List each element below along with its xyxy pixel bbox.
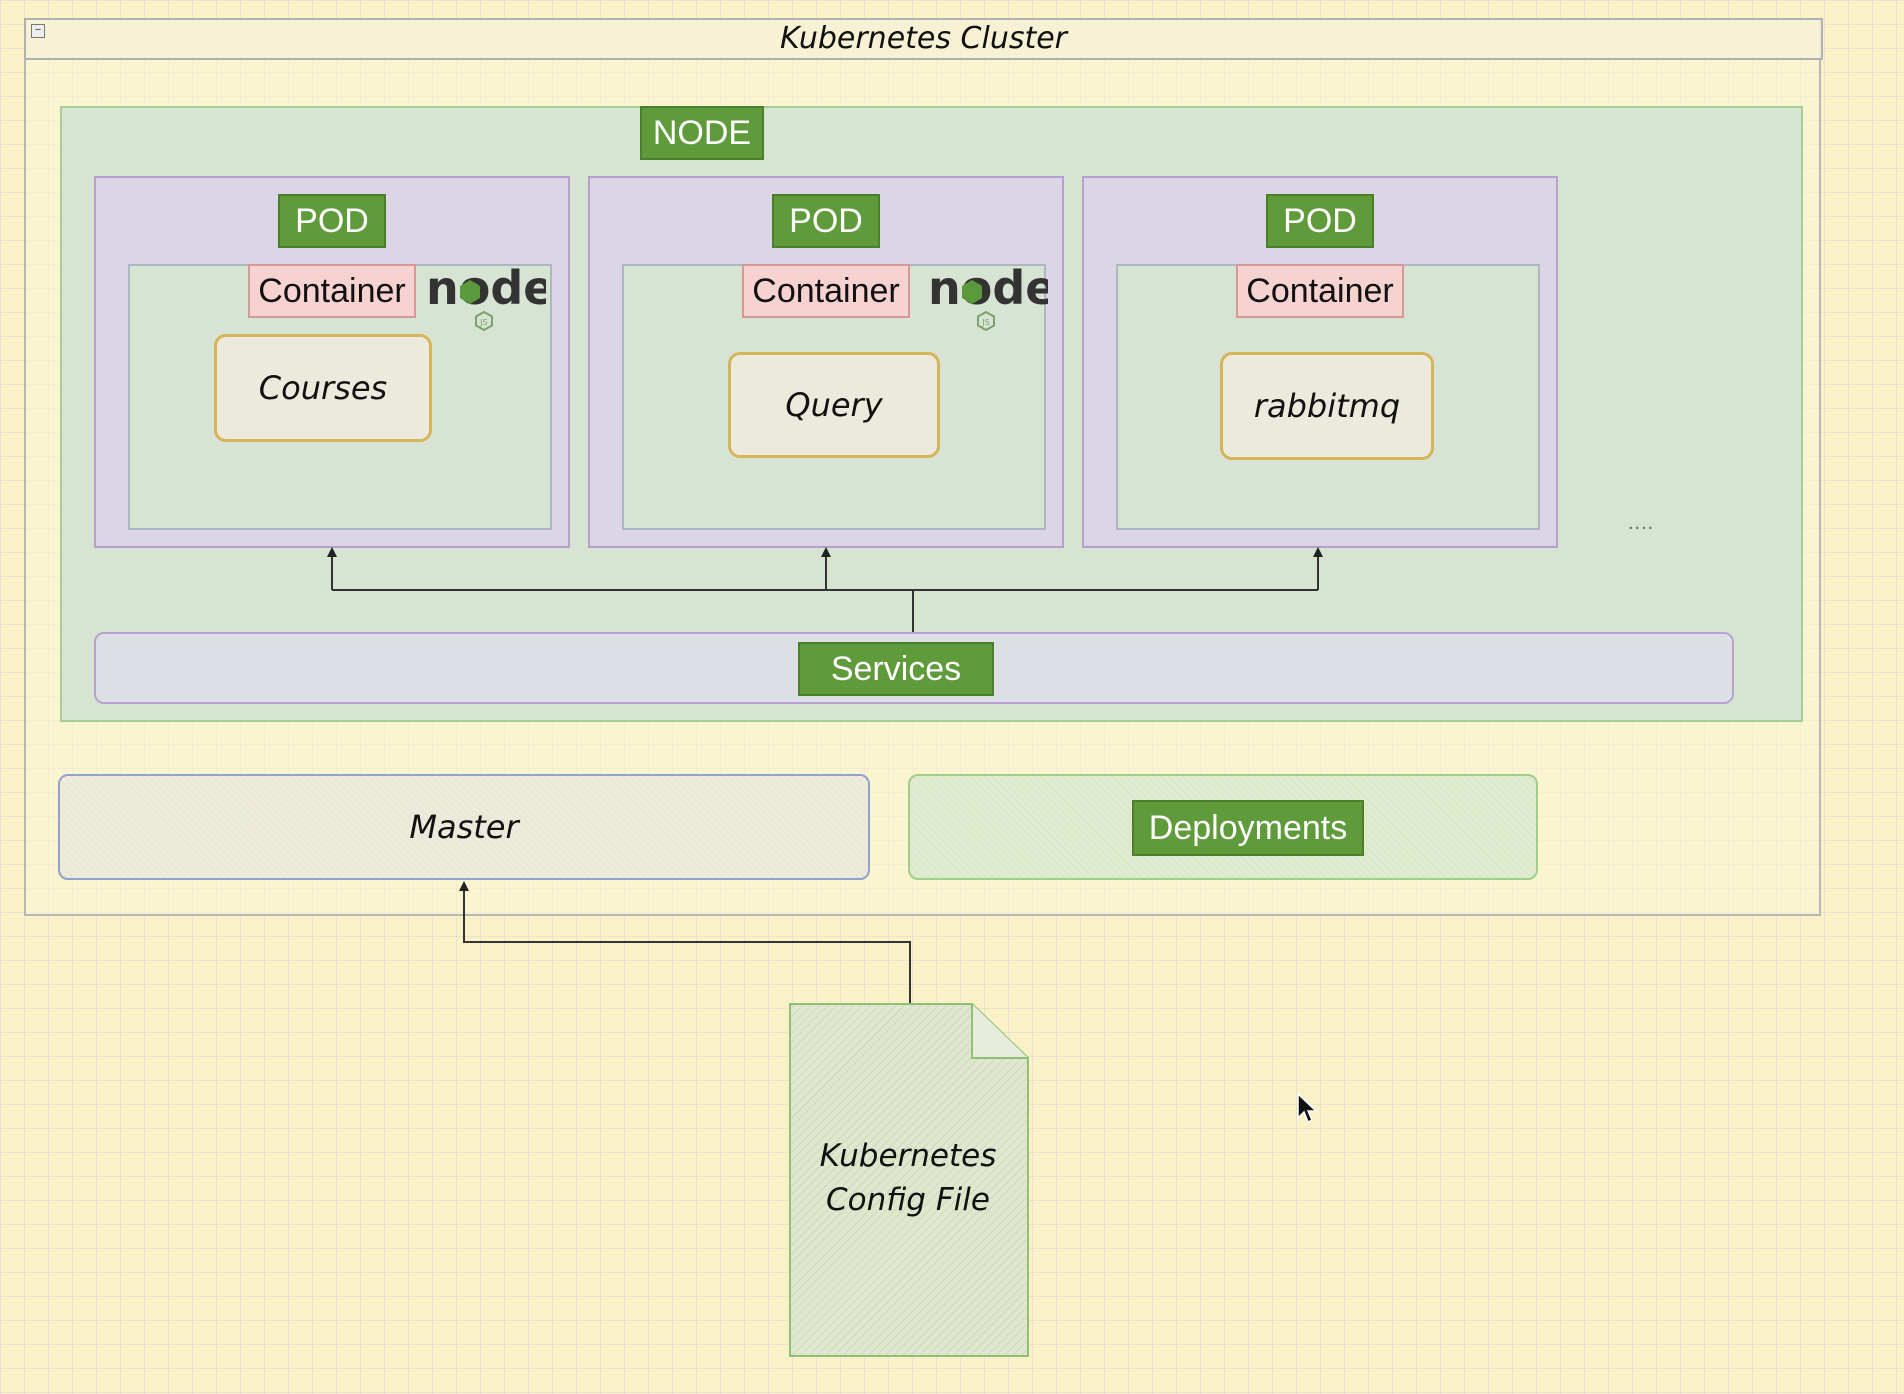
config-to-master-arrow [459, 881, 911, 1004]
collapse-icon[interactable]: − [31, 24, 45, 38]
services-label: Services [798, 642, 994, 696]
deployments-label: Deployments [1132, 800, 1364, 856]
mouse-cursor-icon [1297, 1092, 1318, 1124]
nodejs-logo-icon: node JS [426, 261, 554, 342]
cluster-header [24, 18, 1823, 60]
pod-label: POD [772, 194, 880, 248]
more-pods-ellipsis: .... [1628, 512, 1655, 534]
container-label: Container [742, 264, 910, 318]
master-box[interactable] [58, 774, 870, 880]
master-label: Master [409, 808, 519, 846]
container-label: Container [1236, 264, 1404, 318]
svg-text:node: node [928, 262, 1048, 315]
pod-label: POD [1266, 194, 1374, 248]
nodejs-logo-icon: node JS [928, 261, 1056, 342]
container-label: Container [248, 264, 416, 318]
config-file-line-1: Kubernetes [819, 1138, 997, 1174]
service-query[interactable]: Query [728, 352, 940, 458]
config-file-icon[interactable] [789, 1003, 1029, 1357]
config-file-line-2: Config File [826, 1182, 990, 1218]
svg-text:JS: JS [981, 318, 989, 327]
pod-label: POD [278, 194, 386, 248]
config-file-label: Kubernetes Config File [790, 1134, 1026, 1222]
service-rabbitmq[interactable]: rabbitmq [1220, 352, 1434, 460]
service-courses[interactable]: Courses [214, 334, 432, 442]
cluster-title: Kubernetes Cluster [779, 21, 1068, 56]
svg-text:node: node [426, 262, 546, 315]
node-label: NODE [640, 106, 764, 160]
service-to-pod-arrows [327, 547, 1323, 632]
svg-text:JS: JS [479, 318, 487, 327]
